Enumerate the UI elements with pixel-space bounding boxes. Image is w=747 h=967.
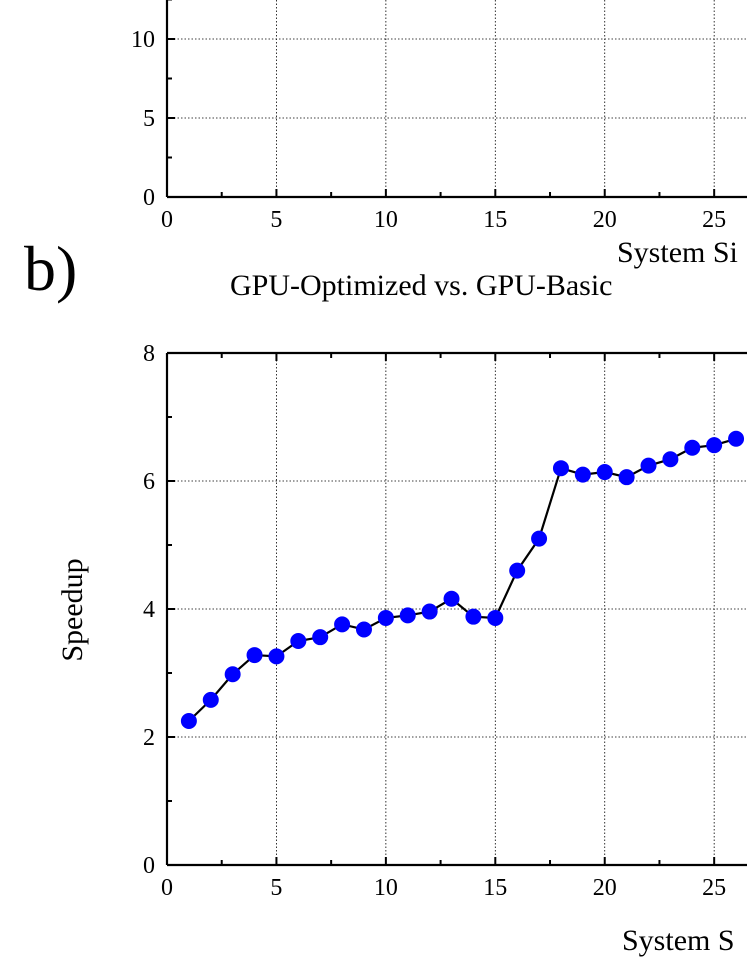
panel-b-title: GPU-Optimized vs. GPU-Basic [230,269,612,302]
y-tick-label: 0 [143,853,155,879]
panel-a-grid [167,0,747,197]
data-point [574,466,591,483]
panel-b-grid [167,352,747,865]
panel-b-x-axis-label: System S [622,924,735,957]
panel-a: 0 5 10 15 20 25 0 5 10 System Si [131,0,747,269]
data-point [706,437,723,454]
y-tick-label: 6 [143,469,155,495]
data-point [443,590,460,607]
data-point [728,430,745,447]
panel-b-series [180,430,745,729]
data-point [399,607,416,624]
panel-b: b) GPU-Optimized vs. GPU-Basic Speedup 0… [24,233,747,957]
data-point [662,451,679,468]
x-tick-label: 10 [374,875,398,901]
y-tick-label: 10 [131,27,155,53]
x-tick-label: 5 [270,207,282,233]
y-tick-label: 8 [143,341,155,367]
y-tick-label: 4 [143,597,155,623]
data-point [596,464,613,481]
x-tick-label: 25 [702,207,726,233]
x-tick-label: 20 [593,207,617,233]
data-point [290,633,307,649]
data-point [268,648,285,665]
data-point [509,562,526,579]
data-point [531,530,548,547]
data-point [355,621,372,638]
data-point [377,609,394,626]
x-tick-label: 0 [161,875,173,901]
data-point [618,469,635,486]
data-point [640,457,657,474]
y-tick-label: 0 [143,185,155,211]
x-tick-label: 15 [483,875,507,901]
x-tick-label: 15 [483,207,507,233]
x-tick-label: 20 [593,875,617,901]
data-point [552,460,569,477]
series-0 [180,430,745,729]
data-point [487,609,504,626]
data-point [465,608,482,625]
y-tick-label: 2 [143,725,155,751]
data-point [246,647,263,664]
data-point [334,616,351,633]
x-tick-label: 0 [161,207,173,233]
data-point [224,666,241,683]
data-point [180,713,197,729]
panel-a-axes: 0 5 10 15 20 25 0 5 10 [131,0,747,233]
y-tick-label: 5 [143,106,155,132]
data-point [421,603,438,620]
x-tick-label: 25 [702,875,726,901]
x-tick-label: 5 [270,875,282,901]
panel-b-letter: b) [24,233,77,304]
panel-a-x-axis-label: System Si [617,236,738,269]
panel-b-y-axis-label: Speedup [56,558,89,661]
data-point [684,439,701,456]
panel-b-axes: 0 5 10 15 20 25 0 2 4 6 8 [143,341,747,901]
data-point [312,629,329,646]
data-point [202,691,219,708]
x-tick-label: 10 [374,207,398,233]
